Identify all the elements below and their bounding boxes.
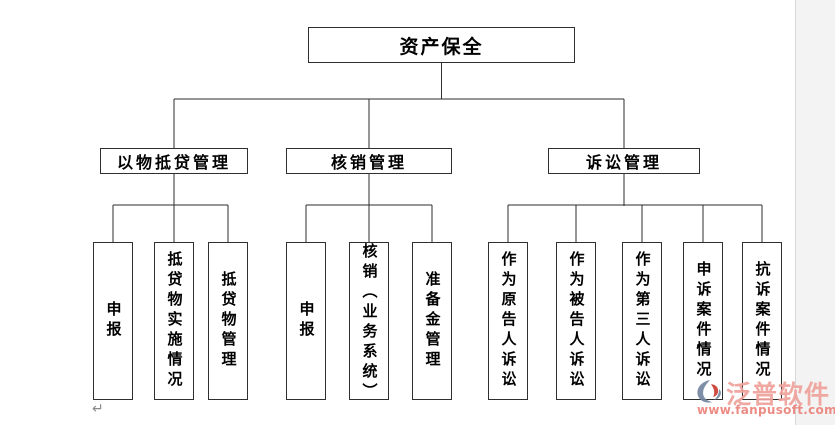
leaf-node-declaration-2: 申报 — [286, 242, 326, 400]
leaf-label: 申报 — [297, 301, 316, 341]
leaf-label: 抵贷物实施情况 — [165, 251, 184, 391]
leaf-node-reserve-management: 准备金管理 — [412, 242, 452, 400]
leaf-label: 作为被告人诉讼 — [567, 251, 586, 391]
leaf-node-appeal-case-status: 申诉案件情况 — [683, 242, 723, 400]
leaf-label: 抵贷物管理 — [219, 271, 238, 371]
leaf-label: 申报 — [104, 301, 123, 341]
node-label: 诉讼管理 — [585, 153, 662, 172]
node-label: 以物抵贷管理 — [116, 153, 231, 172]
leaf-label: 抗诉案件情况 — [753, 261, 772, 381]
leaf-node-litigation-as-defendant: 作为被告人诉讼 — [556, 242, 596, 400]
paragraph-mark: ↵ — [92, 401, 104, 417]
node-root: 资产保全 — [308, 27, 575, 63]
leaf-label: 核销（业务系统） — [360, 243, 379, 403]
leaf-node-protest-case-status: 抗诉案件情况 — [742, 242, 782, 400]
watermark-brand-text: 泛普软件 — [726, 380, 831, 409]
node-branch-collateral-management: 以物抵贷管理 — [100, 148, 248, 174]
leaf-node-declaration-1: 申报 — [93, 242, 133, 400]
fanpu-logo-icon — [697, 379, 721, 403]
leaf-label: 作为第三人诉讼 — [633, 251, 652, 391]
leaf-node-collateral-implementation-status: 抵贷物实施情况 — [154, 242, 194, 400]
leaf-node-collateral-management: 抵贷物管理 — [208, 242, 248, 400]
leaf-node-writeoff-business-system: 核销（业务系统） — [349, 242, 389, 403]
leaf-label: 准备金管理 — [423, 271, 442, 371]
watermark-url-text: www.fanpusoft.com — [697, 403, 835, 417]
vendor-watermark: 泛普软件 www.fanpusoft.com — [692, 375, 835, 421]
leaf-label: 申诉案件情况 — [694, 261, 713, 381]
node-branch-litigation-management: 诉讼管理 — [548, 148, 700, 174]
leaf-node-litigation-as-plaintiff: 作为原告人诉讼 — [488, 242, 528, 400]
page-edge-shade — [795, 0, 835, 425]
leaf-label: 作为原告人诉讼 — [499, 251, 518, 391]
node-label: 核销管理 — [330, 153, 407, 172]
leaf-node-litigation-as-third-party: 作为第三人诉讼 — [622, 242, 662, 400]
node-branch-writeoff-management: 核销管理 — [286, 148, 452, 174]
node-root-label: 资产保全 — [399, 35, 484, 58]
